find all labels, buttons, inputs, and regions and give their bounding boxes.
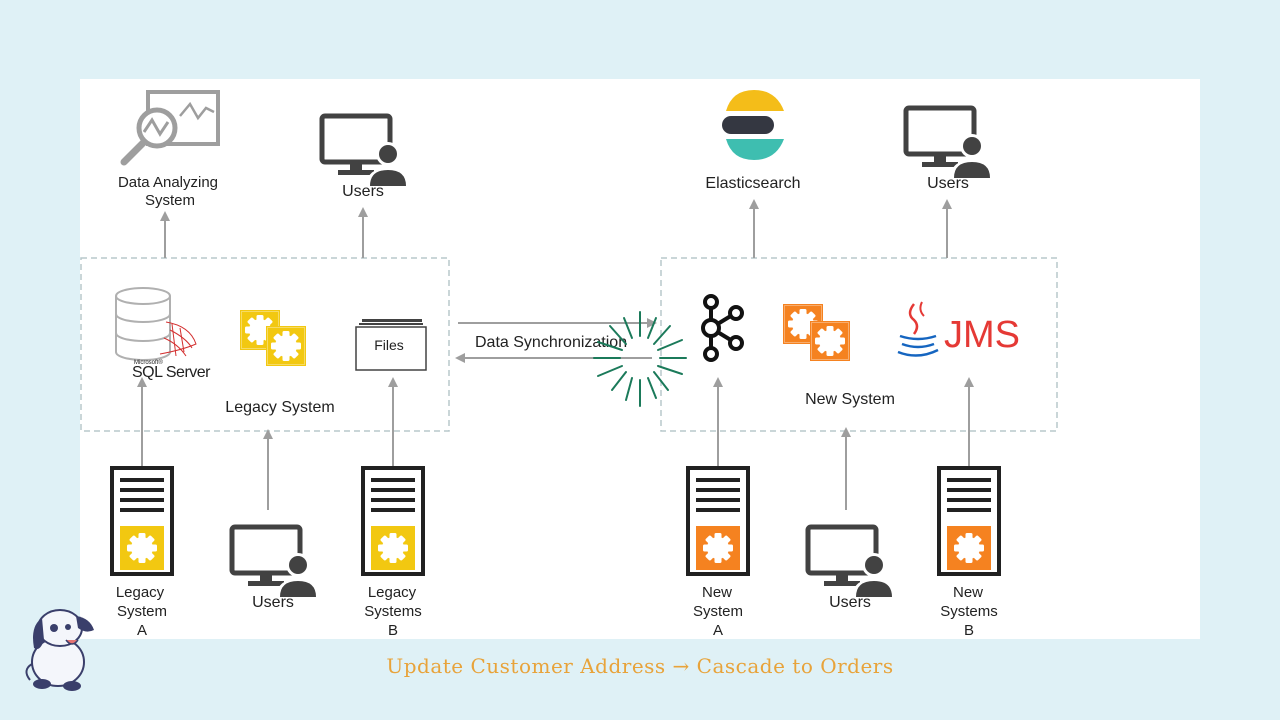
sync-burst-icon [593,311,687,407]
sql-server-brand: SQL Server [132,364,211,381]
legacy-users-icon [322,116,410,188]
new-systems-b-label-3: B [964,622,974,639]
legacy-system-a-label-3: A [137,622,147,639]
new-app-icon [783,304,850,361]
new-users-bottom-icon [808,527,896,599]
legacy-system-a-server-icon [112,468,172,574]
new-system-a-server-icon [688,468,748,574]
new-system-a-label-2: System [693,603,743,620]
new-users-top-icon [906,108,994,180]
new-system-boundary [660,257,1058,432]
files-label: Files [374,337,404,353]
new-system-label: New System [805,391,895,408]
kafka-icon [701,294,744,362]
legacy-systems-b-label-2: Systems [364,603,422,620]
new-users-bottom-label: Users [829,594,871,611]
new-system-a-label-3: A [713,622,723,639]
data-analyzing-icon [120,90,220,166]
legacy-systems-b-label-3: B [388,622,398,639]
legacy-users-top-label: Users [342,183,384,200]
elasticsearch-label: Elasticsearch [705,175,800,192]
sql-server-small-brand: Microsoft® [134,359,163,366]
legacy-system-a-label-2: System [117,603,167,620]
new-systems-b-server-icon [939,468,999,574]
sql-server-database-icon [115,287,197,361]
java-jms-icon [897,301,939,357]
files-icon [355,319,427,371]
legacy-users-bottom-icon [232,527,320,599]
data-analyzing-label-1: Data Analyzing [118,174,218,191]
new-system-a-label-1: New [702,584,732,601]
legacy-users-bottom-label: Users [252,594,294,611]
new-users-top-label: Users [927,175,969,192]
legacy-app-icon [240,310,306,366]
legacy-system-label: Legacy System [225,399,334,416]
legacy-systems-b-server-icon [363,468,423,574]
data-synchronization-label: Data Synchronization [475,334,627,351]
robot-dog-mascot-icon [25,609,94,691]
new-systems-b-label-1: New [953,584,983,601]
jms-label: JMS [944,314,1020,356]
new-systems-b-label-2: Systems [940,603,998,620]
legacy-system-a-label-1: Legacy [116,584,165,601]
elasticsearch-icon [722,90,784,160]
data-analyzing-label-2: System [145,192,195,209]
legacy-systems-b-label-1: Legacy [368,584,417,601]
caption-text: Update Customer Address → Cascade to Ord… [386,654,894,678]
